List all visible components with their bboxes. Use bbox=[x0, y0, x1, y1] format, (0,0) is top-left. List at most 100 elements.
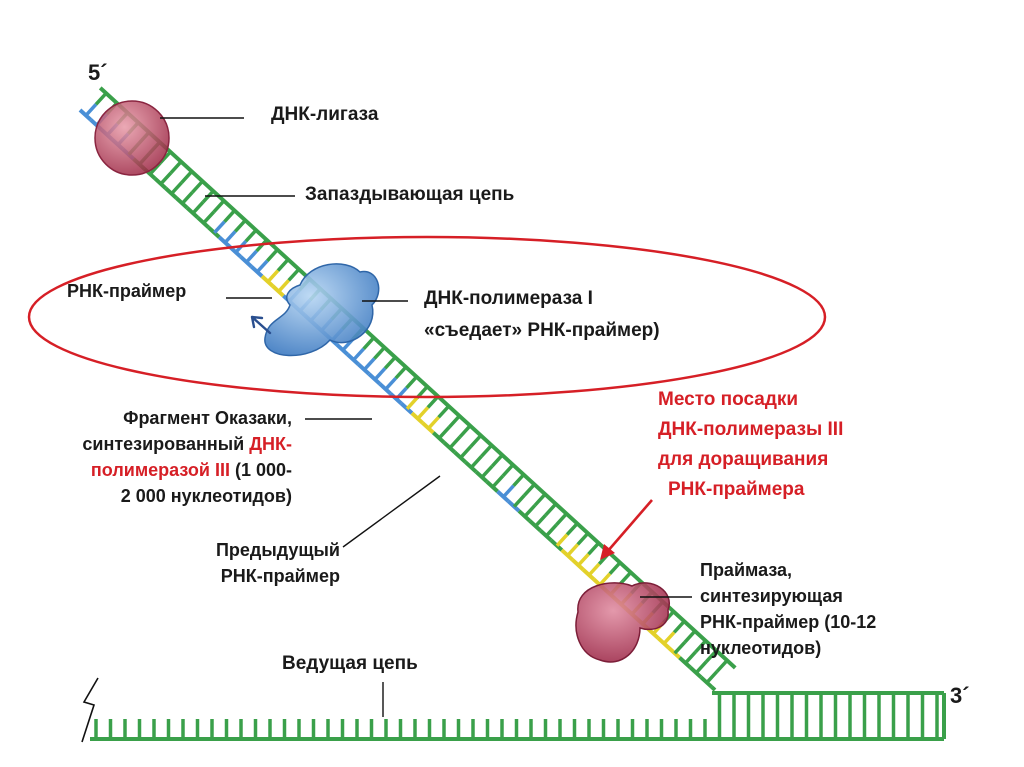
dna-polymerase-1-enzyme bbox=[264, 263, 380, 357]
lagging-rung-template-half bbox=[533, 492, 547, 507]
lagging-new-backbone-segment bbox=[164, 186, 178, 200]
lagging-rung-new-half bbox=[277, 279, 291, 293]
lagging-new-backbone-segment bbox=[496, 489, 510, 503]
previous-primer-line1: Предыдущый bbox=[215, 540, 340, 560]
okazaki-line3: полимеразой III (1 000- bbox=[30, 457, 292, 483]
five-prime-label: 5´ bbox=[88, 60, 108, 85]
lagging-rung-template-half bbox=[276, 258, 290, 272]
lagging-rung-template-half bbox=[587, 541, 600, 556]
lagging-new-backbone-segment bbox=[421, 421, 435, 435]
lagging-rung-template-half bbox=[619, 571, 633, 585]
previous-primer-label: Предыдущый РНК-праймер bbox=[150, 537, 340, 589]
lagging-rung-new-half bbox=[684, 650, 697, 665]
lagging-new-backbone-segment bbox=[688, 665, 703, 679]
lagging-rung-new-half bbox=[223, 230, 237, 244]
lagging-rung-template-half bbox=[544, 502, 558, 517]
lagging-rung-new-half bbox=[202, 210, 216, 225]
lagging-rung-template-half bbox=[244, 228, 258, 243]
landing-site-line1: Место посадки bbox=[658, 389, 799, 410]
lagging-rung-new-half bbox=[523, 504, 537, 518]
lagging-rung-template-half bbox=[169, 160, 183, 174]
lagging-rung-template-half bbox=[555, 512, 568, 526]
okazaki-line1: Фрагмент Оказаки, bbox=[123, 408, 292, 428]
lagging-rung-template-half bbox=[501, 463, 515, 478]
lagging-rung-new-half bbox=[577, 552, 590, 567]
red-arrow-icon bbox=[600, 499, 653, 560]
lagging-rung-new-half bbox=[84, 103, 98, 117]
lagging-rung-new-half bbox=[373, 367, 387, 381]
lagging-rung-new-half bbox=[459, 445, 473, 459]
lagging-rung-new-half bbox=[405, 396, 419, 410]
primase-line2: синтезирующая bbox=[700, 586, 843, 606]
lagging-template-backbone bbox=[98, 86, 737, 670]
landing-site-label: Место посадки ДНК-полимеразы III для дор… bbox=[658, 385, 843, 505]
primase-enzyme bbox=[575, 582, 671, 663]
lagging-rung-template-half bbox=[158, 150, 172, 165]
lagging-rung-template-half bbox=[469, 434, 483, 448]
lagging-rung-template-half bbox=[576, 532, 590, 546]
highlight-ellipse bbox=[27, 235, 827, 399]
primase-line3: РНК-праймер (10-12 bbox=[700, 612, 877, 632]
primase-label: Праймаза, синтезирующая РНК-праймер (10-… bbox=[700, 557, 876, 661]
lagging-rung-new-half bbox=[694, 660, 708, 674]
lagging-rung-template-half bbox=[694, 639, 707, 654]
lagging-rung-new-half bbox=[598, 572, 612, 586]
lagging-rung-new-half bbox=[384, 376, 398, 391]
okazaki-line4: 2 000 нуклеотидов) bbox=[120, 486, 292, 506]
landing-site-line2: ДНК-полимеразы III bbox=[658, 419, 844, 440]
lagging-rung-new-half bbox=[437, 425, 451, 440]
lagging-rung-template-half bbox=[180, 170, 194, 184]
lagging-new-backbone-segment bbox=[249, 264, 264, 278]
lagging-rung-new-half bbox=[255, 259, 269, 274]
lagging-rung-template-half bbox=[704, 649, 718, 663]
lagging-rung-template-half bbox=[266, 248, 279, 262]
lagging-new-backbone-segment bbox=[410, 411, 424, 425]
lagging-strand-label: Запаздывающая цепь bbox=[305, 184, 515, 205]
lagging-new-backbone-segment bbox=[571, 558, 585, 572]
lagging-rung-new-half bbox=[480, 464, 494, 479]
lagging-rung-template-half bbox=[287, 268, 301, 282]
lagging-rung-new-half bbox=[266, 269, 280, 283]
dna-ligase-enzyme bbox=[94, 100, 170, 176]
lagging-rung-template-half bbox=[608, 561, 622, 575]
ligase-label: ДНК-лигаза bbox=[271, 104, 379, 125]
lagging-rung-new-half bbox=[705, 670, 719, 684]
lagging-rung-new-half bbox=[512, 494, 526, 508]
lagging-new-backbone-segment bbox=[710, 685, 717, 692]
polymerase-1-label: ДНК-полимераза I «съедает» РНК-праймер) bbox=[424, 286, 660, 344]
lagging-rung-new-half bbox=[502, 484, 515, 498]
lagging-rung-new-half bbox=[491, 474, 505, 489]
leading-strand-label: Ведущая цепь bbox=[282, 653, 418, 674]
lagging-rung-template-half bbox=[373, 346, 386, 360]
lagging-rung-new-half bbox=[191, 200, 205, 215]
lagging-rung-template-half bbox=[212, 199, 226, 214]
lagging-rung-template-half bbox=[490, 453, 504, 468]
lagging-new-backbone-segment bbox=[474, 470, 489, 484]
lagging-rung-new-half bbox=[427, 416, 440, 430]
lagging-rung-new-half bbox=[170, 181, 183, 195]
lagging-rung-new-half bbox=[362, 357, 376, 371]
rna-primer-label: РНК-праймер bbox=[67, 281, 187, 301]
lagging-rung-template-half bbox=[458, 424, 472, 438]
lagging-rung-new-half bbox=[587, 562, 601, 577]
okazaki-line2-red: ДНК- bbox=[249, 434, 292, 454]
lagging-new-backbone-segment bbox=[678, 656, 692, 669]
lagging-new-backbone-segment bbox=[549, 538, 564, 552]
lagging-rung-template-half bbox=[480, 444, 493, 458]
landing-site-line3: для доращивания bbox=[658, 449, 829, 470]
okazaki-line3-text: (1 000- bbox=[229, 460, 292, 480]
lagging-new-backbone-segment bbox=[699, 675, 714, 689]
lagging-rung-template-half bbox=[233, 219, 247, 233]
lagging-rung-template-half bbox=[683, 629, 697, 644]
lagging-rung-new-half bbox=[673, 640, 687, 655]
lagging-rung-template-half bbox=[565, 522, 579, 536]
three-prime-label: 3´ bbox=[950, 683, 970, 708]
previous-primer-line2: РНК-праймер bbox=[220, 566, 340, 586]
lagging-rung-template-half bbox=[94, 92, 108, 106]
lagging-rung-template-half bbox=[426, 395, 440, 409]
landing-site-line4: РНК-праймера bbox=[668, 479, 805, 500]
lagging-rung-new-half bbox=[544, 523, 558, 538]
lagging-rung-new-half bbox=[159, 171, 173, 186]
lagging-new-backbone-segment bbox=[506, 499, 521, 513]
